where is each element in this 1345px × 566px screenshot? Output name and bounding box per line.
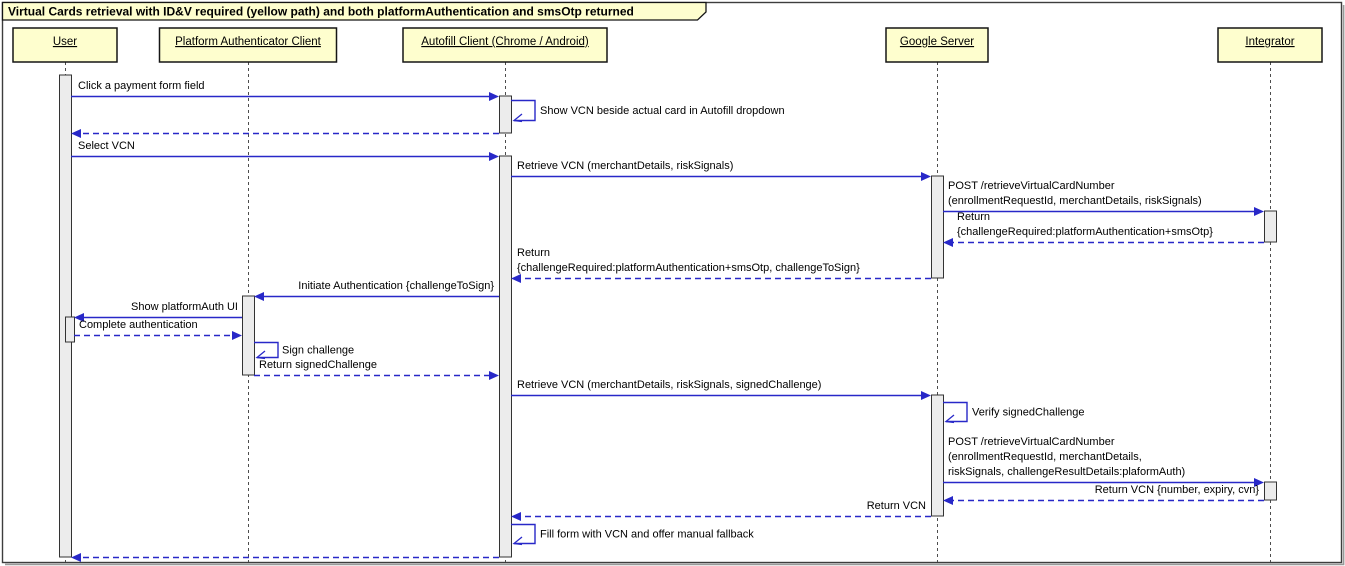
self-message-fill-form-with-vcn-and-offer-manual-fallback-label: Fill form with VCN and offer manual fall… bbox=[540, 529, 754, 541]
message-show-platformauth-ui-arrowhead bbox=[74, 313, 84, 322]
message-complete-authentication-arrowhead bbox=[232, 331, 242, 340]
message-show-platformauth-ui-label: Show platformAuth UI bbox=[131, 301, 238, 313]
message-return-label: Return bbox=[957, 211, 990, 223]
message-return-label: {challengeRequired:platformAuthenticatio… bbox=[517, 262, 860, 274]
message-return-vcn-label: Return VCN bbox=[867, 500, 926, 512]
participant-box-autofill-client bbox=[402, 27, 608, 63]
participant-box-user bbox=[12, 27, 118, 63]
activation-integrator bbox=[1264, 210, 1277, 243]
activation-user-nested bbox=[65, 316, 75, 343]
message-return-arrowhead bbox=[71, 553, 81, 562]
participant-box-platform-authenticator-client bbox=[158, 27, 338, 63]
self-message-fill-form-with-vcn-and-offer-manual-fallback-arrowhead bbox=[512, 536, 523, 546]
message-initiate-authentication-challengetosign-arrowhead bbox=[254, 292, 264, 301]
message-post-retrievevirtualcardnumber-arrowhead bbox=[1254, 207, 1264, 216]
message-click-a-payment-form-field-arrowhead bbox=[489, 92, 499, 101]
message-return-arrowhead bbox=[511, 274, 521, 283]
message-initiate-authentication-challengetosign-label: Initiate Authentication {challengeToSign… bbox=[298, 280, 494, 292]
message-complete-authentication-label: Complete authentication bbox=[79, 319, 198, 331]
activation-platform-authenticator-client bbox=[242, 295, 255, 376]
message-return-arrowhead bbox=[943, 238, 953, 247]
self-message-show-vcn-beside-actual-card-in-autofill-dropdown-arrowhead bbox=[512, 113, 523, 123]
self-message-sign-challenge-label: Sign challenge bbox=[282, 345, 354, 357]
message-post-retrievevirtualcardnumber-arrowhead bbox=[1254, 478, 1264, 487]
activation-integrator bbox=[1264, 481, 1277, 501]
participant-label-platform-authenticator-client: Platform Authenticator Client bbox=[175, 36, 322, 48]
message-click-a-payment-form-field-label: Click a payment form field bbox=[78, 80, 205, 92]
activation-google-server bbox=[931, 175, 944, 279]
message-return-signedchallenge-arrowhead bbox=[489, 371, 499, 380]
activation-autofill-client bbox=[499, 95, 512, 134]
participant-box-integrator bbox=[1217, 27, 1323, 63]
activation-google-server bbox=[931, 394, 944, 517]
message-return-arrowhead bbox=[71, 129, 81, 138]
title-box bbox=[1, 1, 707, 21]
message-retrieve-vcn-merchantdetails-risksignals-signedc-label: Retrieve VCN (merchantDetails, riskSigna… bbox=[517, 379, 821, 391]
message-post-retrievevirtualcardnumber-label: (enrollmentRequestId, merchantDetails, bbox=[948, 451, 1142, 463]
participant-label-autofill-client: Autofill Client (Chrome / Android) bbox=[421, 36, 589, 48]
frame-shadow bbox=[5, 5, 1345, 566]
message-return-signedchallenge-label: Return signedChallenge bbox=[259, 359, 377, 371]
activation-user bbox=[59, 74, 72, 558]
self-message-sign-challenge-loop bbox=[254, 341, 279, 359]
self-message-verify-signedchallenge-arrowhead bbox=[944, 414, 955, 424]
self-message-verify-signedchallenge-loop bbox=[943, 401, 968, 423]
self-message-show-vcn-beside-actual-card-in-autofill-dropdown-loop bbox=[511, 99, 536, 122]
self-message-verify-signedchallenge-label: Verify signedChallenge bbox=[972, 407, 1085, 419]
message-retrieve-vcn-merchantdetails-risksignals-signedc-arrowhead bbox=[921, 391, 931, 400]
message-select-vcn-label: Select VCN bbox=[78, 140, 135, 152]
message-select-vcn-arrowhead bbox=[489, 152, 499, 161]
self-message-fill-form-with-vcn-and-offer-manual-fallback-loop bbox=[511, 523, 536, 545]
message-post-retrievevirtualcardnumber-label: riskSignals, challengeResultDetails:plaf… bbox=[948, 466, 1185, 478]
participant-label-integrator: Integrator bbox=[1245, 36, 1294, 48]
message-return-vcn-number-expiry-cvn-arrowhead bbox=[943, 496, 953, 505]
self-message-sign-challenge-arrowhead bbox=[255, 350, 266, 360]
message-return-vcn-number-expiry-cvn-label: Return VCN {number, expiry, cvn} bbox=[1095, 484, 1260, 496]
participant-box-google-server bbox=[885, 27, 989, 63]
diagram-title: Virtual Cards retrieval with ID&V requir… bbox=[8, 5, 634, 19]
participant-label-user: User bbox=[53, 36, 77, 48]
self-message-show-vcn-beside-actual-card-in-autofill-dropdown-label: Show VCN beside actual card in Autofill … bbox=[540, 105, 785, 117]
message-return-vcn-arrowhead bbox=[511, 512, 521, 521]
message-retrieve-vcn-merchantdetails-risksignals-arrowhead bbox=[921, 172, 931, 181]
message-return-label: Return bbox=[517, 247, 550, 259]
message-post-retrievevirtualcardnumber-label: POST /retrieveVirtualCardNumber bbox=[948, 180, 1115, 192]
participant-label-google-server: Google Server bbox=[900, 36, 974, 48]
activation-autofill-client bbox=[499, 155, 512, 558]
message-retrieve-vcn-merchantdetails-risksignals-label: Retrieve VCN (merchantDetails, riskSigna… bbox=[517, 160, 733, 172]
message-post-retrievevirtualcardnumber-label: POST /retrieveVirtualCardNumber bbox=[948, 436, 1115, 448]
message-return-label: {challengeRequired:platformAuthenticatio… bbox=[957, 226, 1213, 238]
message-post-retrievevirtualcardnumber-label: (enrollmentRequestId, merchantDetails, r… bbox=[948, 195, 1202, 207]
